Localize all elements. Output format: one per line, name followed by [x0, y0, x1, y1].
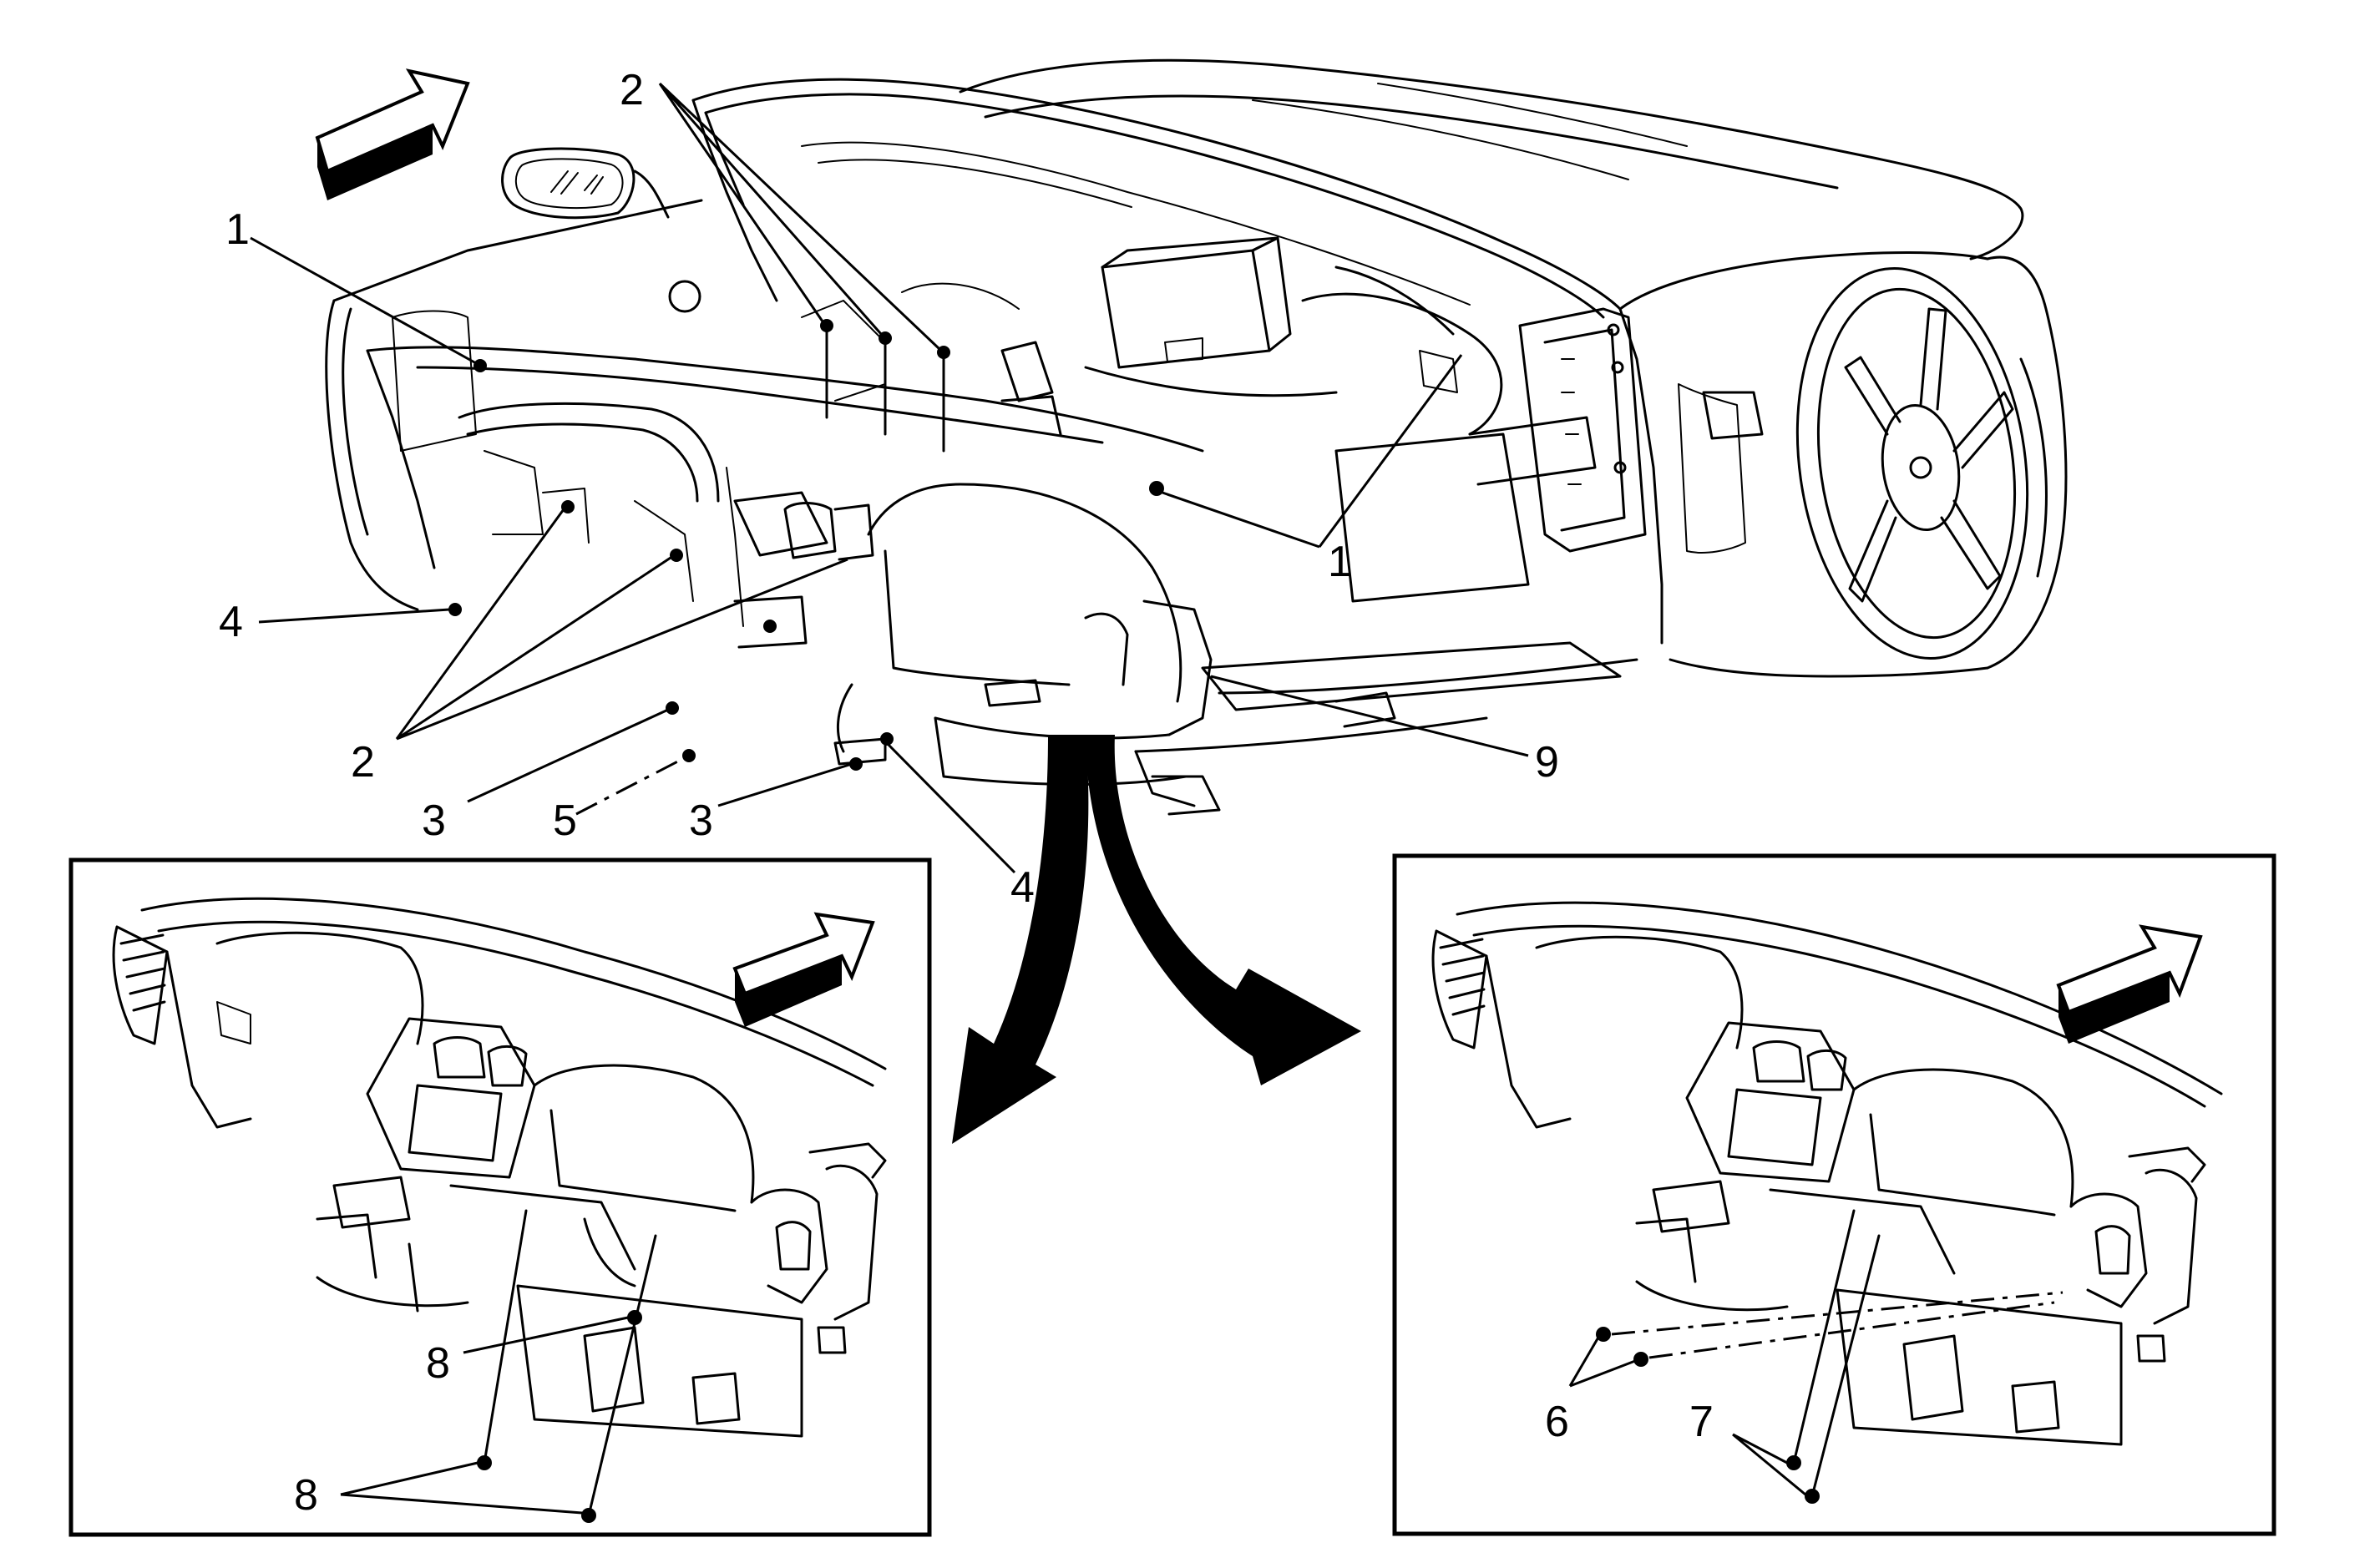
- forward-direction-arrow-main: [315, 68, 470, 200]
- callout-8-lower: 8: [294, 1471, 318, 1520]
- side-mirror: [501, 147, 670, 220]
- callout-9: 9: [1535, 738, 1559, 787]
- windshield-frame: [691, 78, 1622, 319]
- fasteners-right-inset: [1596, 1209, 2064, 1504]
- detail-inset-left: 8 8: [68, 857, 932, 1537]
- hinge-pillar-right: [1334, 307, 1647, 603]
- pointer-arrow-right-inset: [1086, 735, 1361, 1085]
- pointer-arrow-left-inset: [952, 735, 1089, 1144]
- rear-wheel: [1795, 267, 2048, 660]
- fasteners-left-inset: [477, 1209, 657, 1523]
- hvac-module: [801, 236, 1503, 436]
- leader-lines-right-inset: [1568, 1335, 1806, 1496]
- callout-6: 6: [1545, 1398, 1569, 1446]
- vehicle-body-rear: [959, 58, 2068, 678]
- callout-7: 7: [1689, 1398, 1714, 1446]
- detail-inset-right: 6 7: [1392, 853, 2276, 1536]
- leader-lines-main: [250, 82, 1529, 874]
- callout-4-bottom: 4: [1010, 863, 1035, 912]
- leader-lines-left-inset: [340, 1316, 629, 1515]
- callout-labels-left-inset: 8 8: [294, 1339, 450, 1520]
- instrument-panel-main: [366, 346, 1213, 786]
- vehicle-main-view: 1 2 1 4 2 9 3 5 3 4: [219, 58, 2068, 1144]
- callout-8-upper: 8: [426, 1339, 450, 1388]
- floor-pan: [1134, 641, 1638, 816]
- callout-1-right: 1: [1328, 538, 1352, 586]
- callout-labels-right-inset: 6 7: [1545, 1398, 1714, 1446]
- forward-direction-arrow-left-inset: [732, 912, 875, 1027]
- instrument-panel-left-inset: [112, 897, 887, 1438]
- callout-5: 5: [553, 797, 577, 845]
- left-door-panel: [325, 199, 703, 611]
- callout-2-bottom: 2: [351, 738, 375, 787]
- fasteners-main: [448, 319, 1164, 771]
- callout-3-left: 3: [422, 797, 446, 845]
- callout-1-left: 1: [225, 205, 250, 254]
- callout-labels-main: 1 2 1 4 2 9 3 5 3 4: [219, 66, 1559, 912]
- callout-4-left: 4: [219, 598, 243, 646]
- callout-3-right: 3: [689, 797, 713, 845]
- callout-2-top: 2: [620, 66, 644, 114]
- instrument-panel-right-inset: [1431, 901, 2223, 1446]
